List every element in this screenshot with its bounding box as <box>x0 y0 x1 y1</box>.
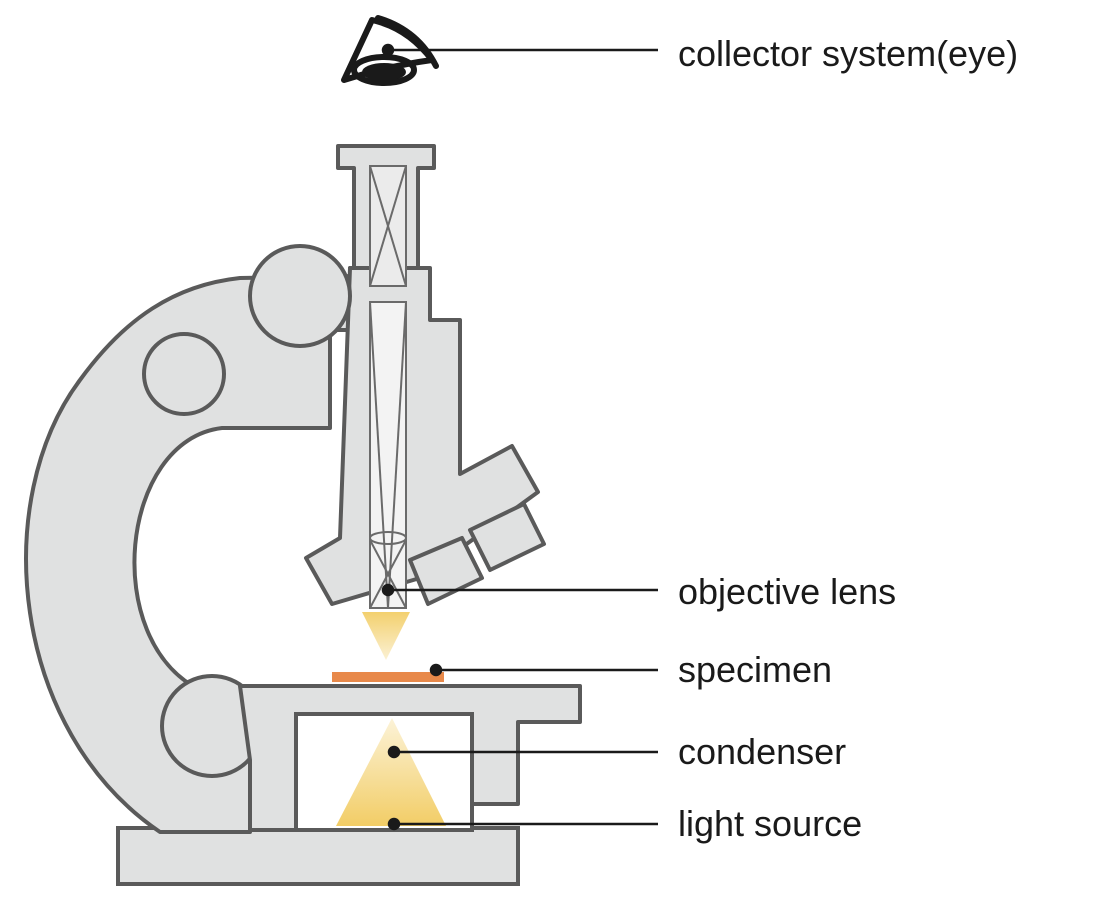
label-objective-lens: objective lens <box>678 571 896 612</box>
specimen-slide <box>332 672 444 682</box>
focus-knobs <box>142 244 352 778</box>
eyepiece-lens <box>369 165 407 287</box>
objective-turret <box>408 502 546 606</box>
optical-tube <box>369 301 407 609</box>
objective-light-cone <box>362 612 410 660</box>
tube-housing <box>304 266 540 606</box>
microscope-base <box>116 826 520 886</box>
condenser-light <box>336 718 446 826</box>
leader-lines <box>381 43 658 831</box>
microscope-arm <box>24 266 362 834</box>
label-condenser: condenser <box>678 731 846 772</box>
label-specimen: specimen <box>678 649 832 690</box>
label-light-source: light source <box>678 803 862 844</box>
label-eye: collector system(eye) <box>678 33 1018 74</box>
